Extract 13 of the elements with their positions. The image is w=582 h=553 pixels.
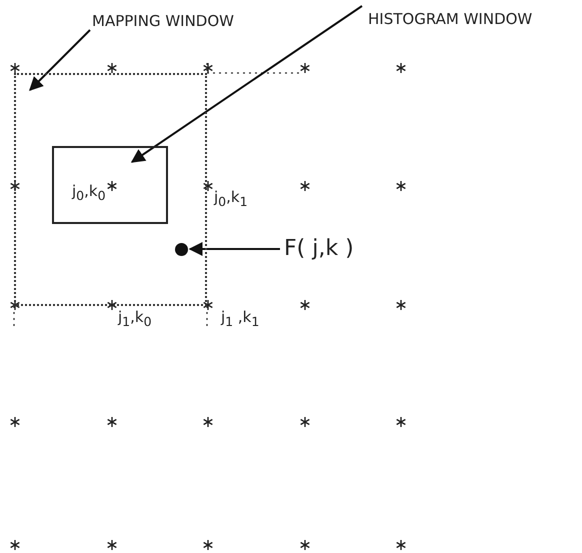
sample-point-dot	[175, 243, 188, 256]
grid-point-label: j$_{1}$ ,k$_{1}$	[221, 310, 260, 328]
grid-point-label: j$_{0}$,k$_{1}$	[214, 190, 248, 208]
leader-arrow	[130, 5, 363, 163]
histogram-window-box	[52, 146, 168, 224]
function-label: F( j,k )	[284, 234, 354, 264]
callout-text: HISTOGRAM WINDOW	[368, 8, 532, 30]
mapping-window-outline	[14, 73, 207, 306]
grid-point-label: j$_{0}$,k$_{0}$	[72, 184, 106, 202]
callout-text: MAPPING WINDOW	[92, 10, 234, 32]
leader-arrow	[188, 242, 280, 256]
leader-arrow	[29, 29, 91, 91]
grid-point-label: j$_{1}$,k$_{0}$	[118, 310, 152, 328]
